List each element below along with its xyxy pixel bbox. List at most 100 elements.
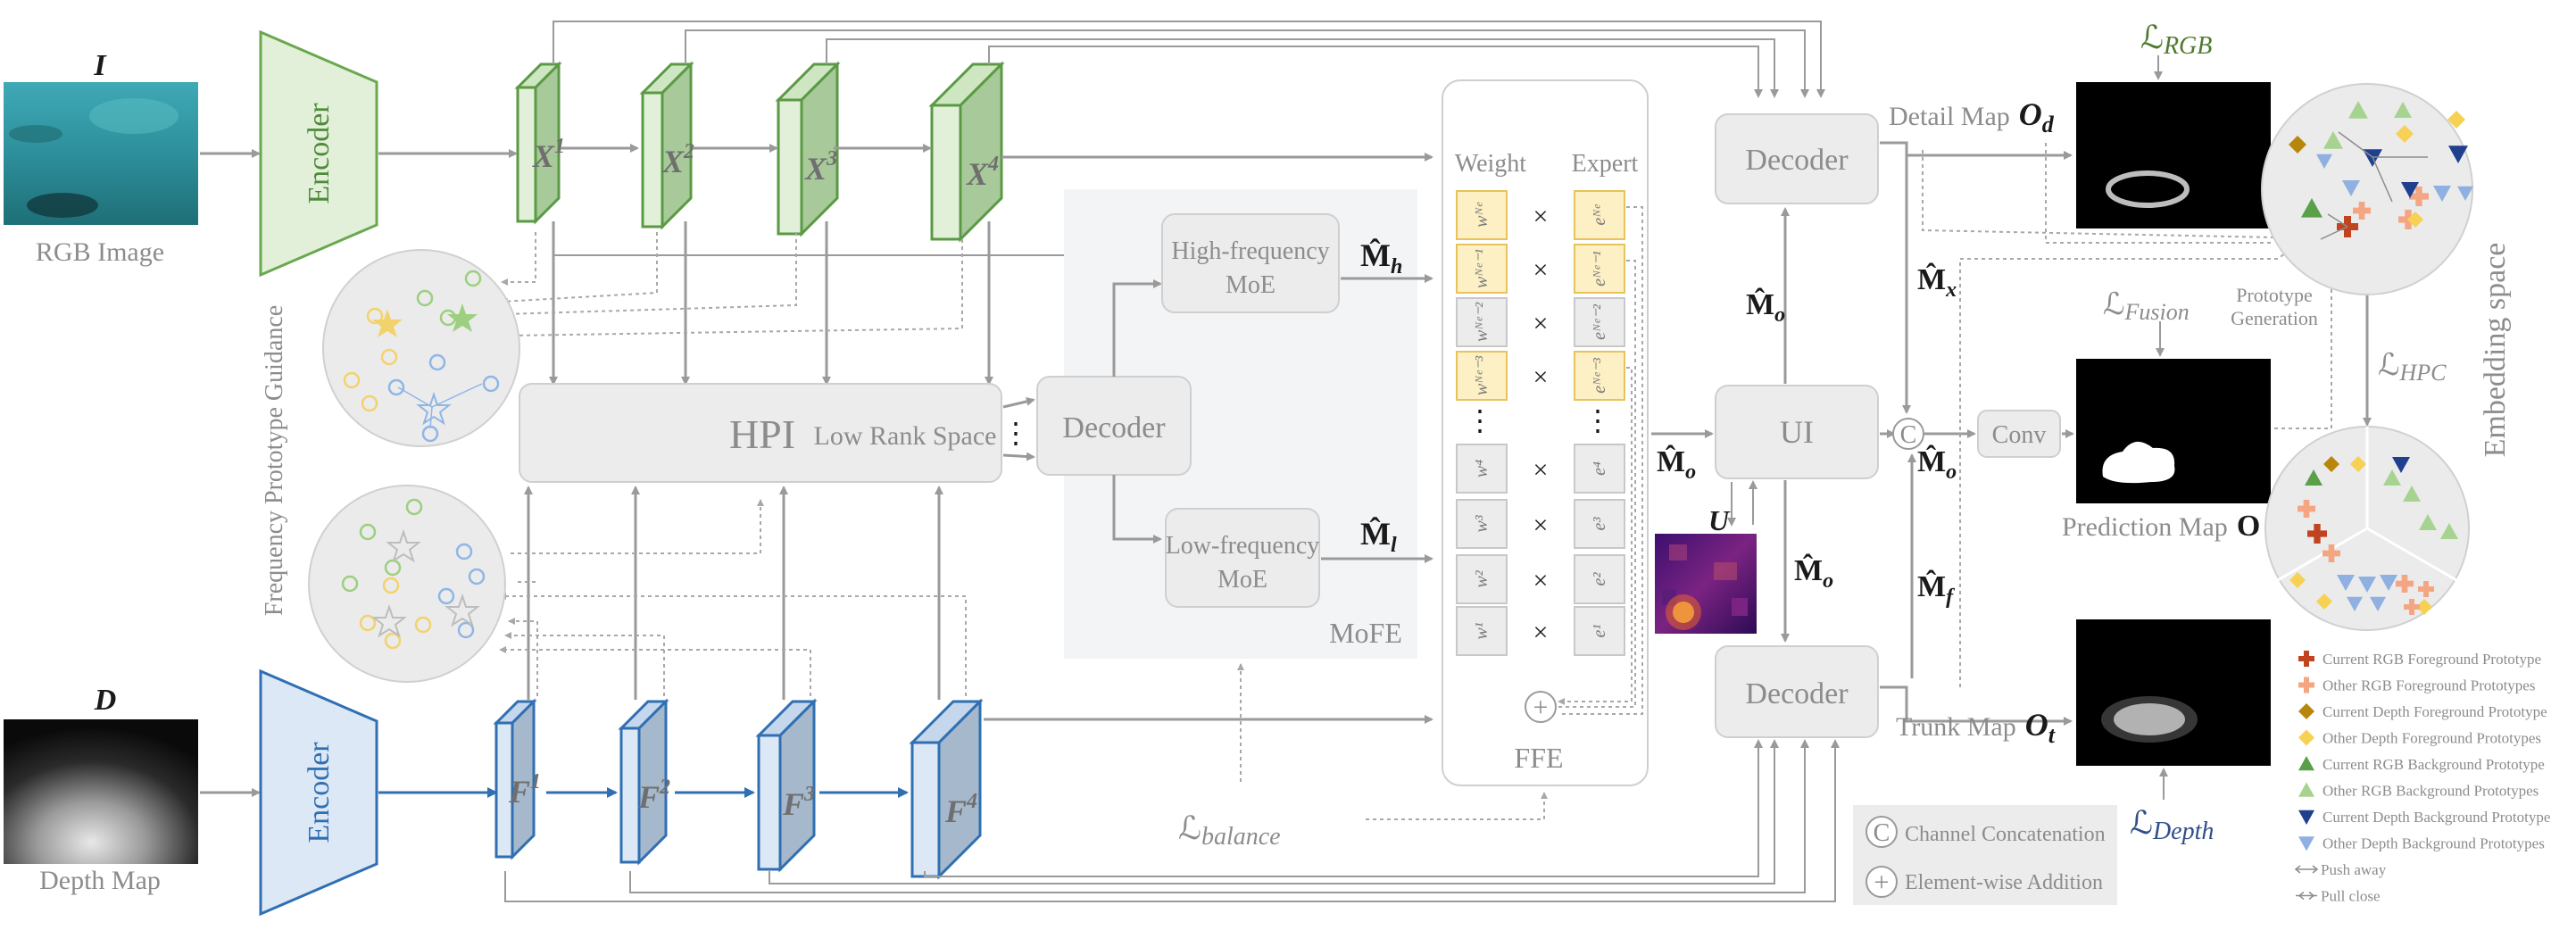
legend-item: Current Depth Background Prototype	[2298, 809, 2550, 826]
low-moe-label-1: Low-frequency	[1166, 532, 1320, 560]
ffe-times: ×	[1533, 255, 1549, 285]
svg-text:F2: F2	[637, 776, 670, 815]
legend-concat-label: Channel Concatenation	[1905, 823, 2106, 846]
depth-caption: Depth Map	[39, 866, 161, 895]
ffe-expert: e¹	[1590, 625, 1609, 638]
ffe-weight: wᴺᵉ⁻¹	[1472, 249, 1492, 288]
ffe-expert: eᴺᵉ⁻¹	[1590, 251, 1609, 286]
m-o-up: M̂o	[1746, 287, 1785, 327]
ffe-add-circle	[1525, 691, 1557, 723]
rgb-prototype-circle	[322, 249, 520, 447]
m-o-fusion: M̂o	[1917, 444, 1957, 484]
legend-label: Other RGB Foreground Prototypes	[2323, 677, 2535, 694]
m-f-symbol: M̂f	[1917, 569, 1955, 609]
depth-feature-f3: F3	[755, 698, 818, 873]
operation-legend	[1853, 805, 2117, 905]
ffe-row: wᴺᵉ⁻¹ eᴺᵉ⁻¹ ×	[1456, 244, 1625, 294]
m-o-down: M̂o	[1794, 553, 1833, 593]
mofe-label: MoFE	[1329, 617, 1402, 649]
legend-label: Other Depth Background Prototypes	[2323, 835, 2545, 852]
legend-add-symbol: +	[1874, 868, 1890, 897]
m-x-symbol: M̂x	[1917, 262, 1957, 302]
ffe-expert: eᴺᵉ⁻³	[1590, 357, 1609, 394]
m-h-symbol: M̂h	[1360, 237, 1402, 278]
low-frequency-moe	[1165, 508, 1320, 608]
ui-label: UI	[1780, 414, 1814, 450]
rgb-feature-x4: X4	[928, 61, 1005, 243]
legend-label: Current RGB Background Prototype	[2323, 756, 2545, 773]
m-o-input: M̂o	[1657, 444, 1696, 484]
ffe-expert: e³	[1590, 517, 1609, 531]
balance-loss: ℒbalance	[1178, 810, 1281, 851]
rgb-encoder	[259, 29, 378, 278]
hpi-label: HPI	[729, 411, 795, 457]
depth-encoder-label: Encoder	[303, 742, 336, 843]
ffe-add-symbol: +	[1533, 693, 1549, 722]
high-frequency-moe	[1161, 213, 1340, 313]
legend-item: Other RGB Background Prototypes	[2298, 782, 2539, 800]
prediction-map	[2076, 359, 2271, 503]
legend-label: Current Depth Foreground Prototype	[2323, 703, 2547, 720]
hpi-block	[519, 383, 1002, 483]
depth-image	[4, 719, 198, 864]
trunk-map	[2076, 619, 2271, 766]
embedding-circle-bottom	[2264, 426, 2470, 631]
conv-block	[1977, 410, 2061, 458]
depth-feature-f1: F1	[493, 698, 541, 860]
ffe-weight: w²	[1472, 569, 1492, 587]
ffe-times: ×	[1533, 309, 1549, 338]
uncertainty-map	[1655, 534, 1757, 634]
ffe-expert-header: Expert	[1572, 150, 1639, 178]
ffe-times: ×	[1533, 566, 1549, 595]
legend-label: Other RGB Background Prototypes	[2323, 783, 2539, 800]
m-l-symbol: M̂l	[1360, 516, 1397, 557]
concat-circle	[1892, 418, 1924, 450]
ffe-weight: w⁴	[1472, 460, 1492, 477]
depth-prototype-circle	[308, 485, 506, 683]
bottom-decoder-label: Decoder	[1745, 677, 1849, 710]
ffe-weight-vdots: ⋮	[1466, 404, 1494, 436]
depth-encoder	[259, 668, 378, 917]
legend-label: Other Depth Foreground Prototypes	[2323, 730, 2541, 747]
ffe-expert: eᴺᵉ⁻²	[1590, 303, 1609, 340]
svg-text:X1: X1	[532, 135, 565, 174]
rgb-image	[4, 82, 198, 225]
ffe-times: ×	[1533, 618, 1549, 647]
prototype-generation-label-2: Generation	[2231, 307, 2318, 329]
hpc-loss: ℒHPC	[2378, 349, 2447, 386]
ui-block	[1715, 385, 1879, 479]
rgb-symbol: I	[93, 49, 107, 82]
ffe-expert-vdots: ⋮	[1583, 404, 1612, 436]
legend-item: Pull close	[2296, 888, 2381, 905]
rgb-feature-x3: X3	[775, 61, 841, 237]
rgb-encoder-label: Encoder	[303, 103, 336, 204]
high-moe-label-2: MoE	[1226, 271, 1276, 299]
legend-item: Current RGB Background Prototype	[2298, 756, 2545, 773]
ffe-weight: wᴺᵉ	[1472, 202, 1492, 228]
depth-loss: ℒDepth	[2130, 805, 2214, 845]
hpi-sublabel: Low Rank Space	[814, 421, 997, 451]
legend-label: Pull close	[2321, 888, 2381, 905]
rgb-feature-x1: X1	[514, 61, 565, 225]
concat-symbol: C	[1900, 421, 1917, 449]
frequency-guidance-label: Frequency Prototype Guidance	[261, 305, 288, 616]
legend-item: Push away	[2294, 861, 2387, 878]
svg-text:F1: F1	[508, 770, 541, 810]
mofe-decoder-label: Decoder	[1062, 411, 1166, 444]
ffe-times: ×	[1533, 511, 1549, 540]
hpi-dots: ⋮	[1001, 417, 1030, 449]
ffe-times: ×	[1533, 455, 1549, 485]
svg-text:X4: X4	[966, 153, 999, 192]
legend-add-label: Element-wise Addition	[1905, 871, 2103, 894]
